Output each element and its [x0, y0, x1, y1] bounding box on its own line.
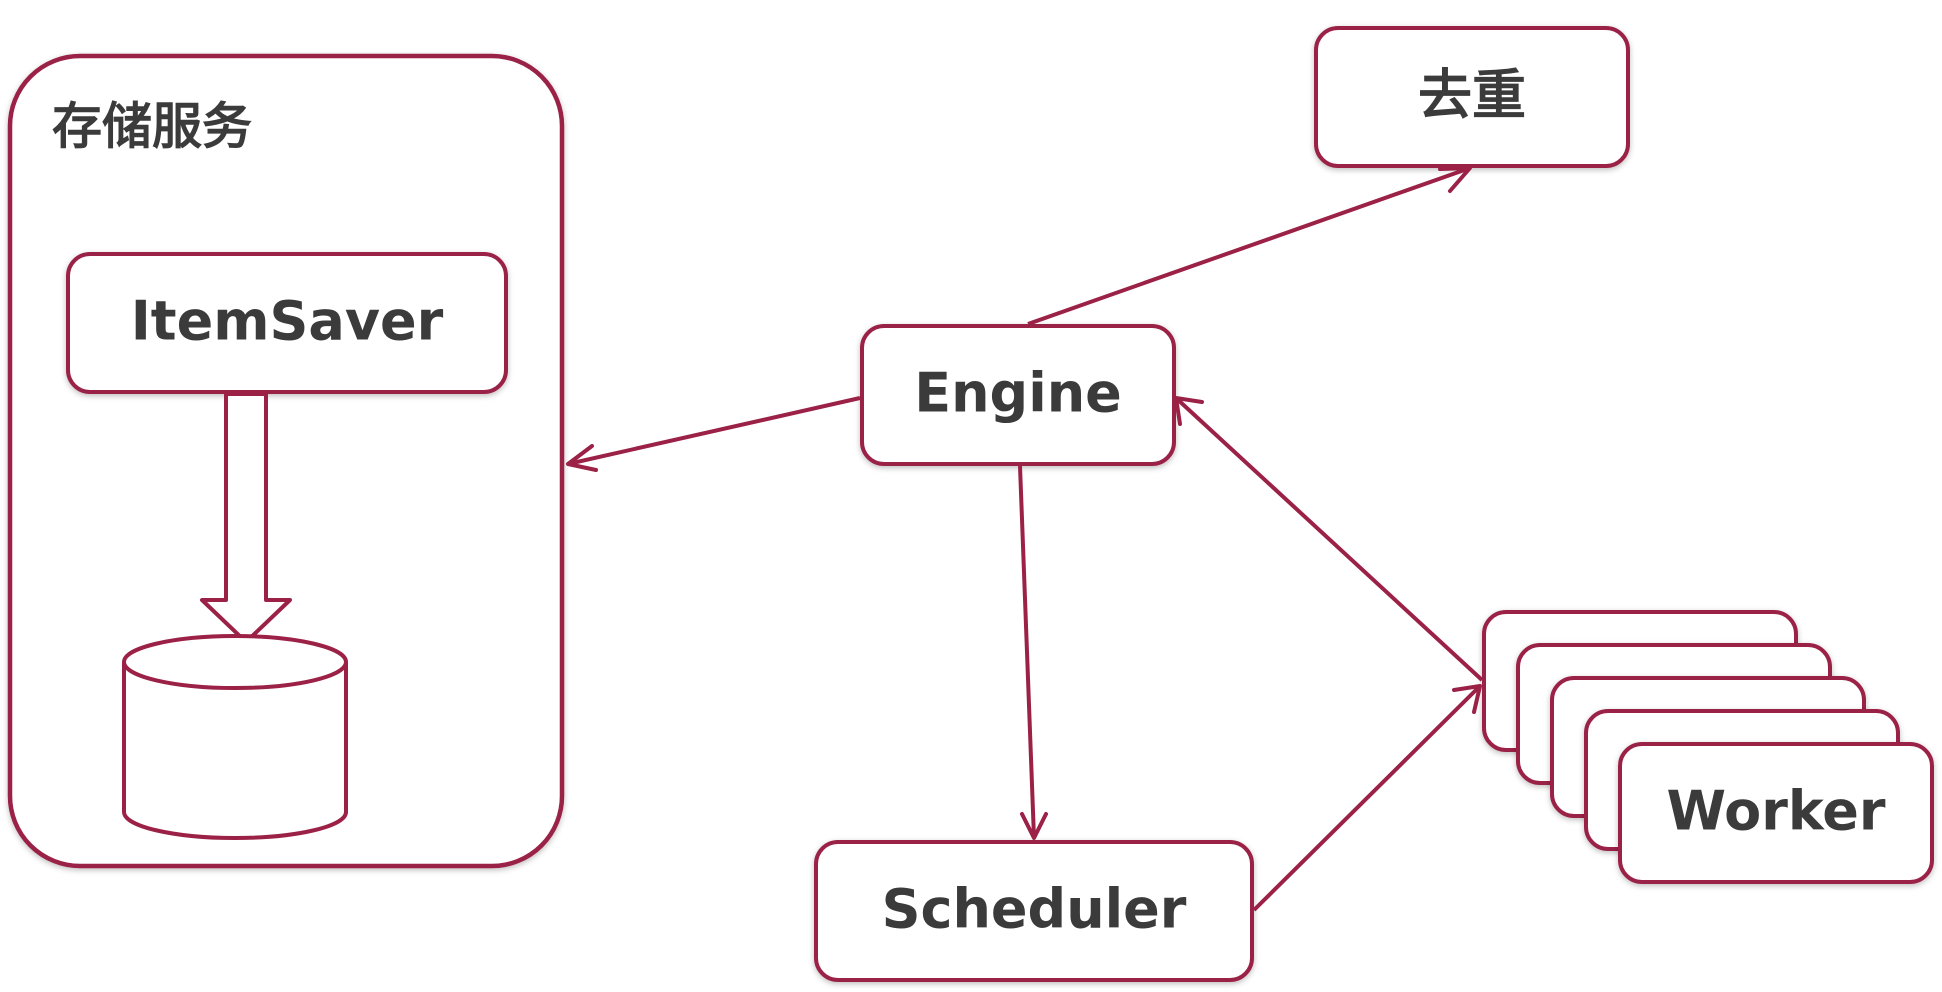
item-saver-box [66, 252, 508, 394]
scheduler-to-worker-arrow [1252, 684, 1482, 912]
dedup-label: 去重 [1418, 64, 1526, 127]
dedup-node: 去重 [1314, 26, 1630, 168]
dedup-box [1314, 26, 1630, 168]
scheduler-box [814, 840, 1254, 982]
item-saver-label: ItemSaver [131, 290, 444, 353]
worker-stack: Worker [1482, 610, 1934, 884]
worker-to-engine-arrow [1174, 396, 1484, 682]
scheduler-label: Scheduler [882, 878, 1187, 941]
engine-to-storage-arrow [566, 396, 861, 472]
engine-label: Engine [914, 362, 1122, 425]
engine-to-dedup-arrow [1027, 166, 1472, 326]
engine-node: Engine [860, 324, 1176, 466]
save-flow-arrow [200, 392, 292, 644]
worker-label: Worker [1666, 780, 1885, 843]
engine-box [860, 324, 1176, 466]
engine-to-scheduler-arrow [1018, 465, 1048, 840]
scheduler-node: Scheduler [814, 840, 1254, 982]
database-icon [122, 634, 348, 840]
storage-service-group: 存储服务 ItemSaver [7, 53, 565, 869]
worker-box-front [1618, 742, 1934, 884]
storage-service-title: 存储服务 [52, 98, 252, 156]
